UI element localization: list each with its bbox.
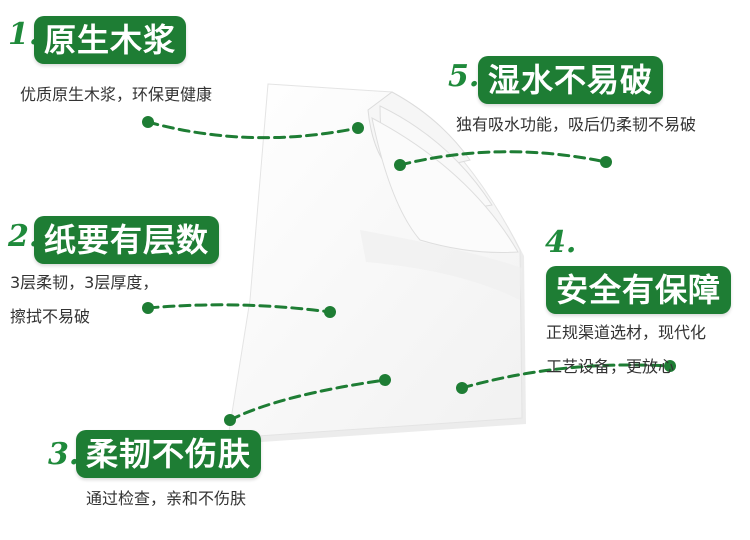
tissue-sheet xyxy=(227,83,526,444)
connector-dot xyxy=(352,122,364,134)
feature-number: 3. xyxy=(48,437,80,472)
connector-dot xyxy=(324,306,336,318)
feature-title: 湿水不易破 xyxy=(478,56,664,104)
connector-dot xyxy=(142,116,154,128)
feature-desc-line: 通过检查，亲和不伤肤 xyxy=(86,489,247,508)
feature-desc-line: 正规渠道选材，现代化 xyxy=(546,323,707,342)
feature-desc-line: 工艺设备，更放心 xyxy=(546,357,675,376)
connector-dot xyxy=(600,156,612,168)
feature-title: 柔韧不伤肤 xyxy=(76,430,262,478)
connector-dot xyxy=(394,159,406,171)
connector-5 xyxy=(398,150,608,167)
connector-dot xyxy=(224,414,236,426)
connector-1 xyxy=(146,120,360,140)
connector-dot xyxy=(664,360,676,372)
connector-dot xyxy=(379,374,391,386)
feature-desc-line: 擦拭不易破 xyxy=(10,307,91,326)
feature-title: 原生木浆 xyxy=(34,16,187,64)
connector-2 xyxy=(146,303,332,314)
feature-number: 5. xyxy=(448,59,480,94)
feature-title: 安全有保障 xyxy=(546,266,732,314)
feature-desc-line: 3层柔韧，3层厚度， xyxy=(10,273,159,292)
connector-dot xyxy=(142,302,154,314)
connector-3 xyxy=(228,378,387,422)
feature-desc-line: 优质原生木浆，环保更健康 xyxy=(20,85,213,104)
connector-dot xyxy=(456,382,468,394)
feature-title: 纸要有层数 xyxy=(34,216,220,264)
feature-number: 4. xyxy=(545,225,577,260)
connector-4 xyxy=(460,363,672,390)
feature-desc-line: 独有吸水功能，吸后仍柔韧不易破 xyxy=(456,115,697,134)
